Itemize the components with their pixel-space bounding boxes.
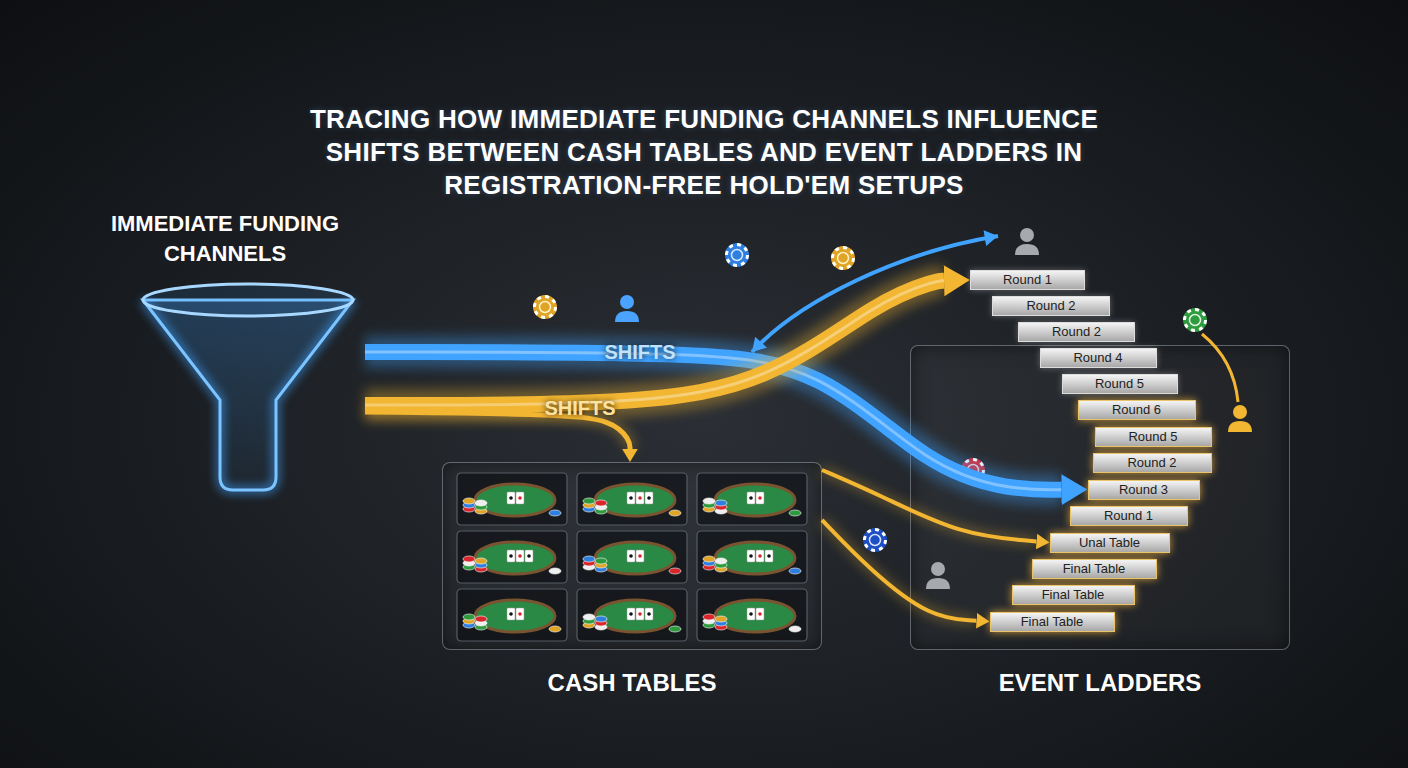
ladder-step: Final Table [1032, 559, 1157, 579]
poker-chip [1183, 308, 1207, 332]
funnel-glow [143, 300, 353, 490]
step-label: Round 2 [1019, 323, 1134, 341]
ladder-step: Round 2 [992, 296, 1110, 316]
table-cell [577, 589, 687, 641]
person-icon [1015, 228, 1039, 255]
table-cell [697, 473, 807, 525]
cash-table-grid [443, 463, 820, 648]
ladder-step: Round 2 [1018, 322, 1135, 342]
step-label: Round 4 [1041, 349, 1156, 367]
ladder-step: Round 2 [1093, 453, 1212, 473]
funnel-node: IMMEDIATE FUNDING CHANNELS [85, 205, 365, 495]
diagram-title: TRACING HOW IMMEDIATE FUNDING CHANNELS I… [274, 103, 1134, 202]
panel-box: EVENT LADDERSRound 4Round 5Round 6Round … [910, 345, 1290, 650]
connector-glow [365, 281, 944, 405]
step-label: Round 1 [1071, 507, 1187, 525]
step-label: Unal Table [1051, 534, 1169, 552]
step-label: Round 5 [1096, 428, 1211, 446]
ladder-step: Round 3 [1088, 480, 1200, 500]
table-cell [697, 589, 807, 641]
ladder-step: Round 5 [1095, 427, 1212, 447]
table-cell [577, 473, 687, 525]
connector-highlight [365, 281, 944, 405]
table-cell [457, 473, 567, 525]
ladder-step: Round 4 [1040, 348, 1157, 368]
table-cell [457, 531, 567, 583]
flow-connector [365, 281, 944, 405]
ladder-step: Round 5 [1062, 374, 1178, 394]
step-label: Final Table [1013, 586, 1134, 604]
panel-heading: EVENT LADDERS [871, 669, 1329, 697]
funnel-rim [143, 284, 353, 316]
step-label: Round 2 [1094, 454, 1211, 472]
table-cell [577, 531, 687, 583]
double-arrow [752, 236, 998, 352]
funnel-outline [143, 300, 353, 490]
ladder-step: Final Table [1012, 585, 1135, 605]
ladder-step: Round 1 [1070, 506, 1188, 526]
step-label: Round 3 [1089, 481, 1199, 499]
ladder-step: Round 6 [1078, 400, 1196, 420]
edge-label: SHIFTS [604, 340, 675, 364]
table-cell [697, 531, 807, 583]
poker-chip [533, 295, 557, 319]
poker-chip [831, 246, 855, 270]
ladder-step: Unal Table [1050, 533, 1170, 553]
step-label: Round 6 [1079, 401, 1195, 419]
step-label: Round 1 [971, 271, 1084, 289]
edge-label: SHIFTS [544, 396, 615, 420]
panel-heading: CASH TABLES [403, 669, 861, 697]
ladder-step: Round 1 [970, 270, 1085, 290]
step-label: Round 2 [993, 297, 1109, 315]
node-heading: IMMEDIATE FUNDING CHANNELS [85, 209, 365, 269]
step-label: Round 5 [1063, 375, 1177, 393]
ladder-step: Final Table [990, 612, 1115, 632]
step-label: Final Table [991, 613, 1114, 631]
poker-chip [725, 243, 749, 267]
poker-chip [863, 528, 887, 552]
step-label: Final Table [1033, 560, 1156, 578]
panel-box: CASH TABLES [442, 462, 822, 650]
person-icon [615, 295, 639, 322]
connector-group [365, 281, 944, 405]
table-cell [457, 589, 567, 641]
